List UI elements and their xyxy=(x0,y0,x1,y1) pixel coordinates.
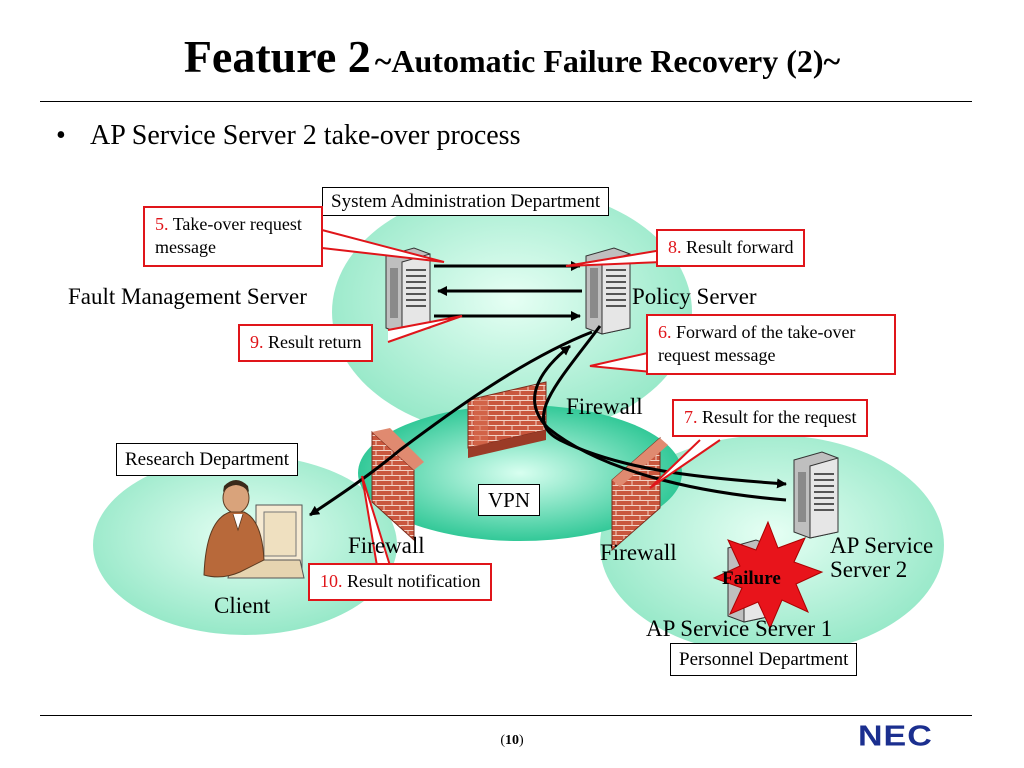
step-5-callout: 5. Take-over request message xyxy=(143,206,323,267)
fault-management-server-label: Fault Management Server xyxy=(68,284,307,309)
fault-management-server-icon xyxy=(385,247,431,335)
step-6-number: 6. xyxy=(658,322,672,342)
page-number: (10) xyxy=(0,733,1024,749)
ap2-label-line2: Server 2 xyxy=(830,557,908,582)
step-9-number: 9. xyxy=(250,332,264,352)
arrow-forward-to-ap2 xyxy=(541,325,787,489)
firewall-right-label: Firewall xyxy=(600,540,677,565)
ap-service-server-1-label: AP Service Server 1 xyxy=(646,616,833,641)
pointer-step-7 xyxy=(649,439,721,489)
firewall-left-icon xyxy=(371,428,424,542)
policy-server-label: Policy Server xyxy=(632,284,757,309)
ap-service-server-2-label: AP Service Server 2 xyxy=(830,534,933,582)
page-close: ) xyxy=(519,733,524,748)
step-10-callout: 10. Result notification xyxy=(308,563,493,601)
firewall-left-label: Firewall xyxy=(348,533,425,558)
step-8-text: Result forward xyxy=(686,237,794,257)
client-person-icon xyxy=(203,480,305,579)
pointer-step-5 xyxy=(321,229,445,263)
pointer-step-6 xyxy=(589,351,653,373)
step-5-number: 5. xyxy=(155,214,169,234)
page-open: ( xyxy=(500,733,505,748)
personnel-department-label: Personnel Department xyxy=(670,643,858,676)
firewall-top-icon xyxy=(467,381,547,458)
step-6-text: Forward of the take-over request message xyxy=(658,322,856,365)
ap-service-server-2-icon xyxy=(793,451,839,539)
pointer-step-10 xyxy=(361,475,393,573)
pointer-step-9 xyxy=(387,315,463,343)
client-label: Client xyxy=(214,593,271,618)
title-divider xyxy=(40,101,972,102)
firewall-right-icon xyxy=(611,436,668,552)
bullet-marker: • xyxy=(56,120,66,151)
step-6-callout: 6. Forward of the take-over request mess… xyxy=(646,314,896,375)
callout-pointers xyxy=(321,229,721,573)
pointer-step-8 xyxy=(565,249,663,267)
nec-logo: NEC xyxy=(858,720,933,753)
step-7-number: 7. xyxy=(684,407,698,427)
policy-server-icon xyxy=(585,247,631,335)
step-10-number: 10. xyxy=(320,571,343,591)
bullet-text: AP Service Server 2 take-over process xyxy=(90,120,521,151)
vpn-label: VPN xyxy=(478,484,541,516)
failure-label: Failure xyxy=(722,568,781,589)
vpn-zone xyxy=(358,405,682,541)
title-main: Feature 2 xyxy=(183,31,371,82)
step-9-text: Result return xyxy=(268,332,362,352)
arrow-notification-to-client xyxy=(309,330,593,517)
failure-burst-icon xyxy=(712,520,824,630)
step-8-callout: 8. Result forward xyxy=(656,229,806,267)
step-7-text: Result for the request xyxy=(702,407,857,427)
step-10-text: Result notification xyxy=(347,571,481,591)
ap2-label-line1: AP Service xyxy=(830,533,934,558)
sysadmin-department-label: System Administration Department xyxy=(322,187,610,216)
step-7-callout: 7. Result for the request xyxy=(672,399,869,437)
title-sub: ~Automatic Failure Recovery (2)~ xyxy=(374,43,841,79)
arrow-result-from-ap2 xyxy=(533,344,787,502)
firewall-top-label: Firewall xyxy=(566,394,643,419)
slide-title: Feature 2 ~Automatic Failure Recovery (2… xyxy=(0,30,1024,83)
step-8-number: 8. xyxy=(668,237,682,257)
bullet-item: • AP Service Server 2 take-over process xyxy=(56,120,520,152)
page-value: 10 xyxy=(505,733,519,748)
research-department-label: Research Department xyxy=(116,443,299,476)
footer-divider xyxy=(40,715,972,716)
step-5-text: Take-over request message xyxy=(155,214,302,257)
step-9-callout: 9. Result return xyxy=(238,324,374,362)
sysadmin-zone xyxy=(332,187,692,437)
